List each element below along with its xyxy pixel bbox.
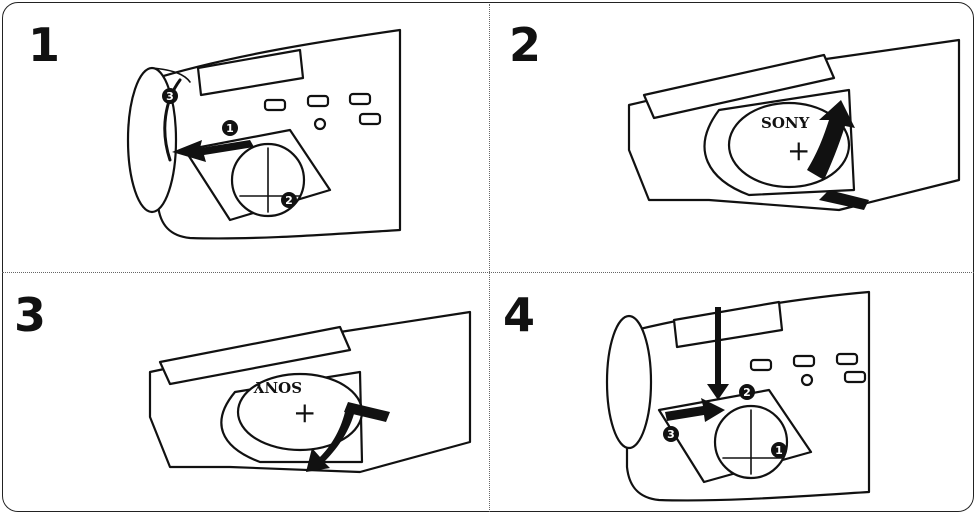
step-1-panel: 1 1 2 3 [0, 0, 489, 272]
step-3-illustration: SONY + [0, 272, 489, 516]
control-button [845, 372, 865, 382]
battery-polarity: + [293, 396, 316, 429]
control-button [794, 356, 814, 366]
control-button [802, 375, 812, 385]
control-button [315, 119, 325, 129]
step-1-illustration: 1 2 3 [0, 0, 489, 272]
step-3-panel: 3 SONY + [0, 272, 489, 516]
callout-2-label: 2 [743, 386, 751, 399]
step-2-illustration: SONY + [489, 0, 978, 272]
control-button [837, 354, 857, 364]
callout-3-label: 3 [667, 428, 675, 441]
battery-brand: SONY [761, 114, 810, 132]
control-button [360, 114, 380, 124]
control-button [265, 100, 285, 110]
step-2-panel: 2 SONY + [489, 0, 978, 272]
step-4-illustration: 1 2 3 [489, 272, 978, 516]
control-button [350, 94, 370, 104]
battery-brand: SONY [253, 378, 302, 396]
control-button [308, 96, 328, 106]
control-button [751, 360, 771, 370]
lens-barrel [607, 316, 651, 448]
callout-1-label: 1 [226, 122, 234, 135]
callout-3-label: 3 [166, 90, 174, 103]
step-4-panel: 4 1 2 3 [489, 272, 978, 516]
battery-polarity: + [787, 134, 810, 167]
callout-2-label: 2 [285, 194, 293, 207]
callout-1-label: 1 [775, 444, 783, 457]
